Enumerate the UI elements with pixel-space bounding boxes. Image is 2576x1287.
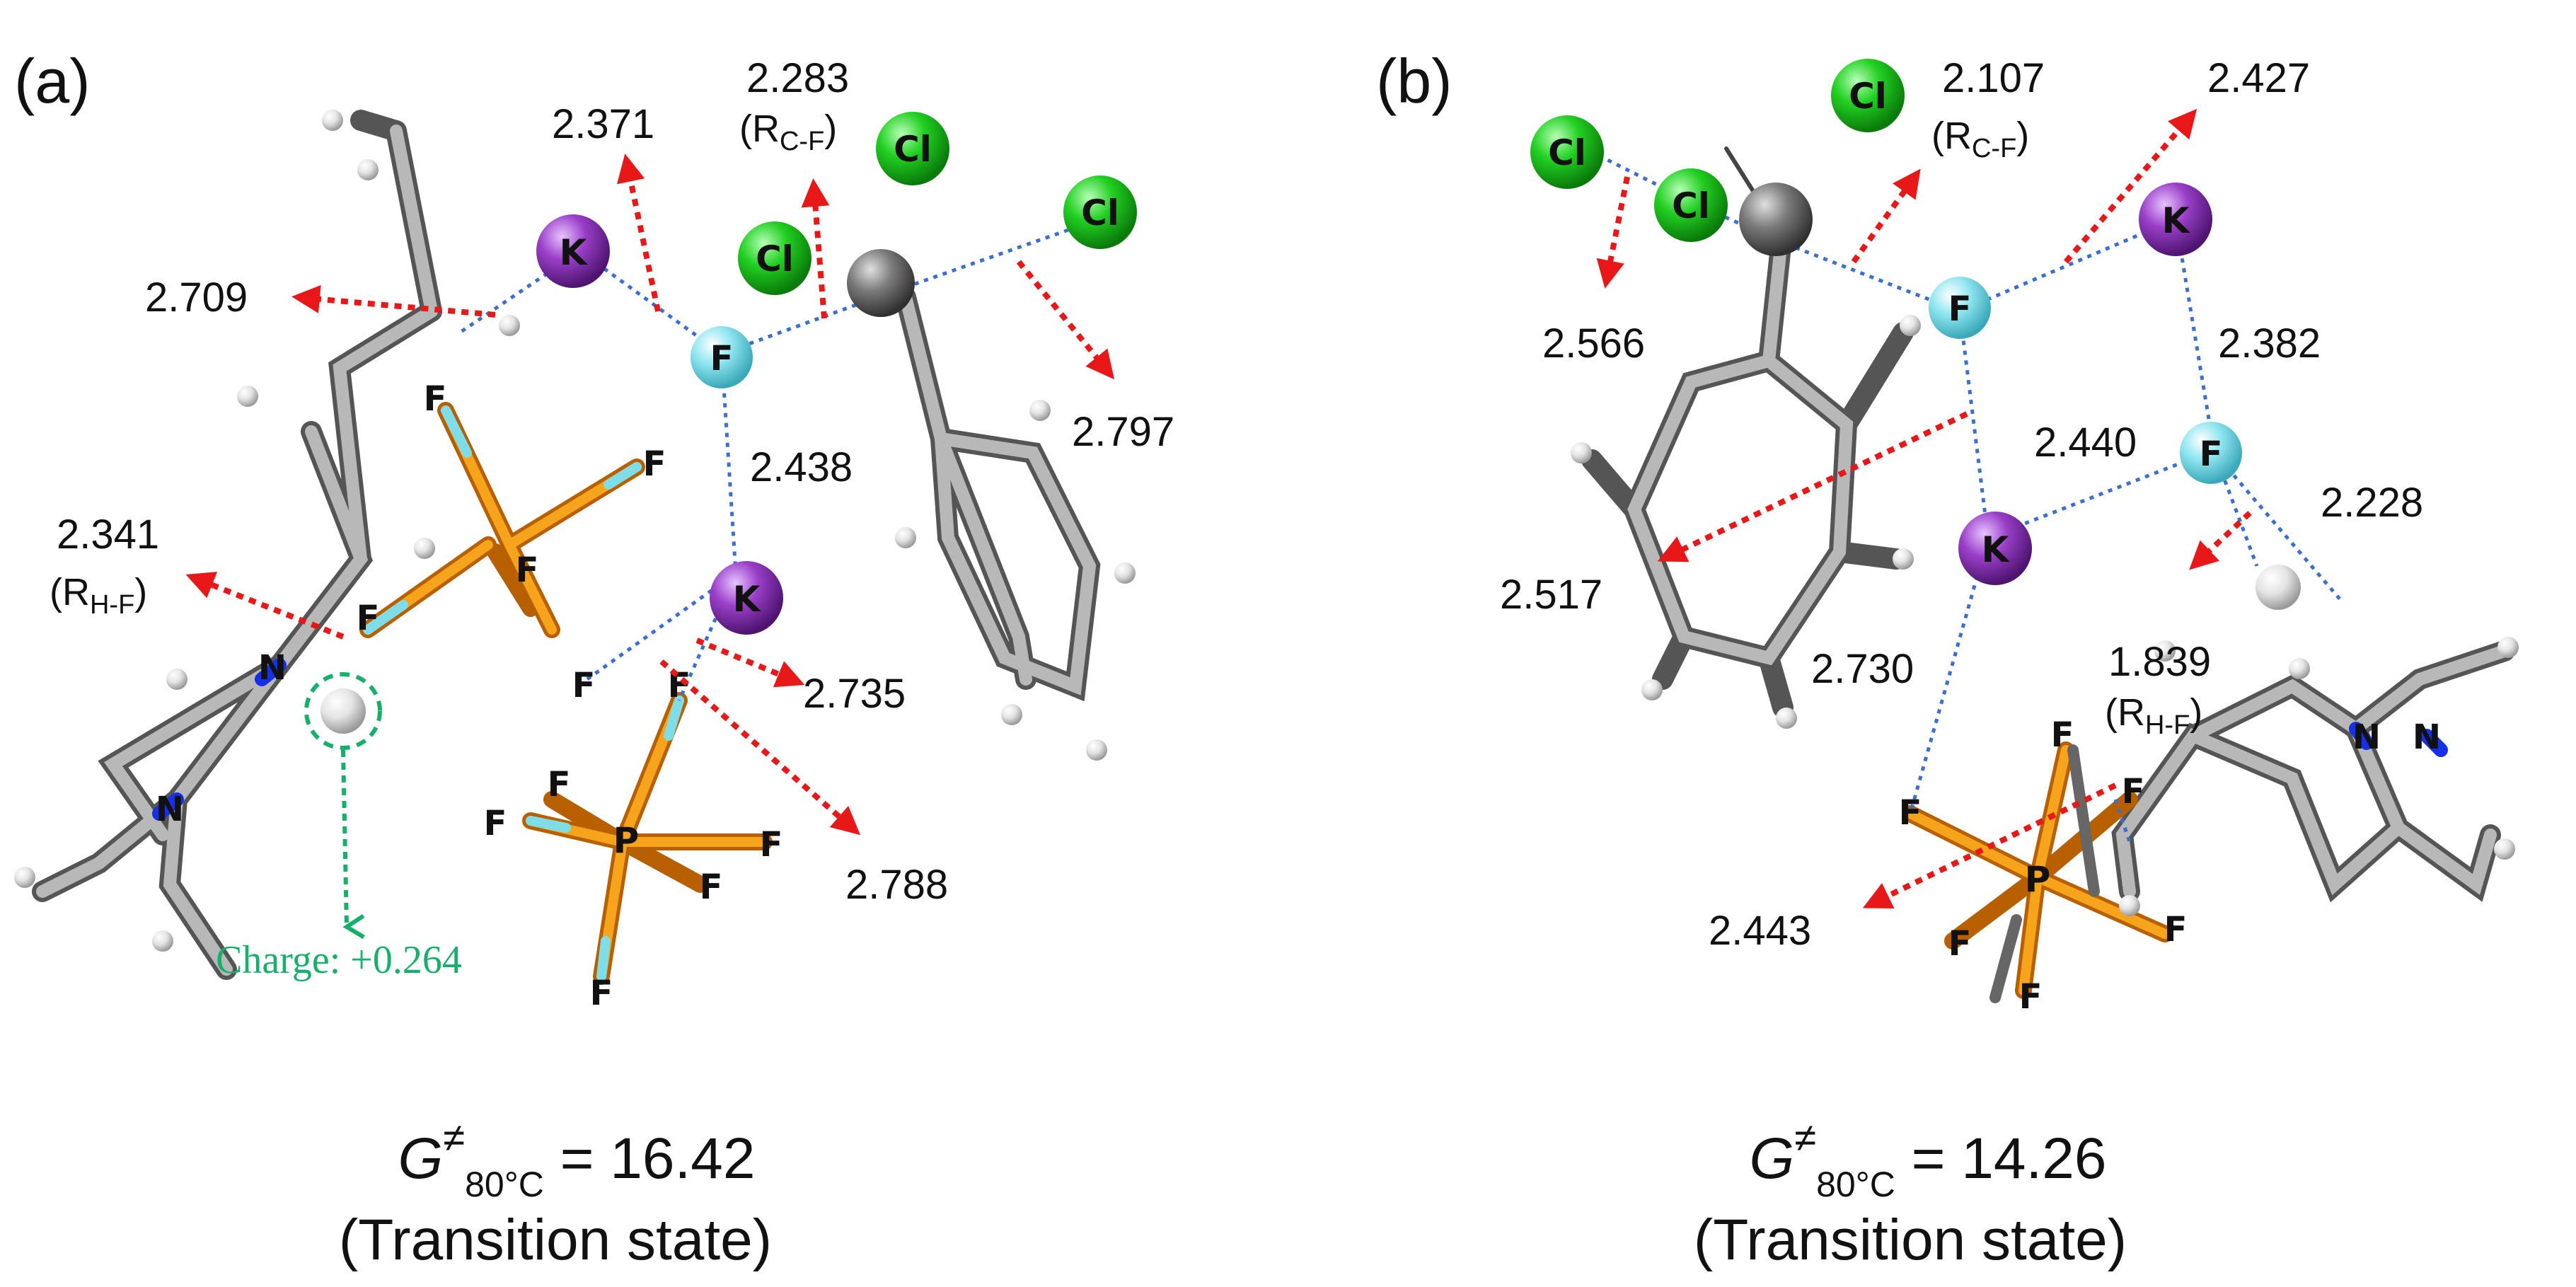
fluorine-label: F <box>2051 715 2074 755</box>
charge-highlight-circle <box>304 672 382 750</box>
panel-b-distance-arrows <box>1596 108 2252 909</box>
potassium-label: K <box>733 579 762 620</box>
energy-caption: G≠80°C = 16.42 <box>398 1115 756 1204</box>
fluorine-label: F <box>643 444 666 484</box>
distance-label: 2.228 <box>2321 480 2423 526</box>
chlorine-atom <box>1831 59 1905 132</box>
fluorine-label: F <box>516 550 539 590</box>
fluorine-atom <box>1929 277 1991 339</box>
panel-a-hydrogens <box>14 110 1136 952</box>
fluorine-label: F <box>590 974 613 1013</box>
carbon-atom <box>847 249 915 317</box>
distance-label: 2.382 <box>2218 321 2321 367</box>
chlorine-atom <box>1654 168 1728 242</box>
distance-label: 2.730 <box>1811 646 1914 692</box>
nitrogen-label: N <box>2352 717 2381 757</box>
fluorine-label: F <box>1948 289 1972 329</box>
fluorine-label: F <box>484 804 507 843</box>
energy-caption: G≠80°C = 14.26 <box>1750 1115 2107 1204</box>
distance-label: 2.371 <box>552 101 654 147</box>
potassium-atom <box>710 561 783 635</box>
distance-label: 2.427 <box>2207 55 2310 101</box>
phosphorus-label: P <box>613 820 640 861</box>
nitrogen-label: N <box>2413 717 2441 757</box>
chlorine-label: Cl <box>894 129 932 170</box>
distance-label: 2.517 <box>1500 572 1602 618</box>
fluorine-label: F <box>1899 793 1922 833</box>
chlorine-label: Cl <box>1548 132 1586 173</box>
fluorine-label: F <box>572 666 596 705</box>
panel-a-label: (a) <box>14 46 91 116</box>
potassium-label: K <box>1982 529 2011 570</box>
rhf-note: (RH-F) <box>50 571 147 620</box>
chlorine-label: Cl <box>1849 76 1887 117</box>
potassium-label: K <box>560 232 589 273</box>
panel-b-atoms: Cl Cl Cl K K F F <box>1530 59 2301 610</box>
phosphorus-label: P <box>2025 859 2051 900</box>
distance-label: 2.443 <box>1709 908 1811 954</box>
fluorine-label: F <box>700 867 723 907</box>
fluorine-atom <box>691 326 753 388</box>
rhf-note: (RH-F) <box>2105 691 2202 740</box>
distance-label: 2.797 <box>1072 409 1174 455</box>
fluorine-label: F <box>357 599 380 638</box>
fluorine-label: F <box>424 379 447 419</box>
fluorine-label: F <box>2122 772 2145 812</box>
distance-label: 2.438 <box>750 444 853 490</box>
potassium-label: K <box>2162 200 2191 241</box>
distance-label: 2.788 <box>845 862 948 908</box>
nitrogen-label: N <box>258 648 287 688</box>
fluorine-label: F <box>2164 910 2188 950</box>
distance-label: 2.341 <box>57 512 159 558</box>
potassium-atom <box>2139 183 2212 256</box>
panel-a-stick-labels: F F F F F F F F P F F F N N <box>156 379 782 1013</box>
chlorine-atom <box>876 112 949 185</box>
panel-b-dotted-contacts <box>1598 154 2343 843</box>
carbon-atom <box>1739 183 1813 256</box>
panel-a-atoms: Cl Cl Cl K K F <box>304 112 1137 750</box>
panel-a-carbon-sticks <box>32 110 1101 985</box>
chlorine-label: Cl <box>1672 185 1710 226</box>
nitrogen-label: N <box>156 790 184 829</box>
chlorine-atom <box>1530 115 1604 189</box>
distance-label: 2.566 <box>1542 321 1645 367</box>
fluorine-label: F <box>710 339 734 379</box>
distance-label: 2.283 <box>746 55 849 101</box>
state-caption: (Transition state) <box>339 1208 772 1272</box>
panel-b-hydrogens <box>1571 315 2519 916</box>
charge-label: Charge: +0.264 <box>216 938 462 982</box>
panel-b: (b) <box>1376 46 2519 1272</box>
chlorine-label: Cl <box>1081 192 1119 233</box>
acidic-hydrogen-atom <box>320 688 366 734</box>
distance-label: 2.735 <box>803 671 906 717</box>
fluorine-atom <box>2180 422 2242 484</box>
distance-label: 2.440 <box>2034 420 2137 466</box>
fluorine-label: F <box>2200 434 2223 474</box>
fluorine-label: F <box>760 825 783 865</box>
panel-a: (a) <box>14 46 1174 1272</box>
rcf-note: (RC-F) <box>739 108 837 156</box>
acidic-hydrogen-atom <box>2256 565 2301 610</box>
panel-b-label: (b) <box>1376 46 1452 116</box>
fluorine-label: F <box>548 765 571 804</box>
fluorine-label: F <box>2019 977 2043 1017</box>
state-caption: (Transition state) <box>1694 1208 2127 1272</box>
charge-pointer-arrow <box>341 749 365 940</box>
distance-label: 2.107 <box>1942 55 2045 101</box>
panel-b-stick-labels: F F F P F F F N N <box>1899 715 2441 1017</box>
rcf-note: (RC-F) <box>1931 115 2029 163</box>
chlorine-atom <box>738 221 812 295</box>
chlorine-label: Cl <box>756 238 794 279</box>
distance-label: 1.839 <box>2108 639 2211 685</box>
fluorine-label: F <box>1948 924 1972 964</box>
chlorine-atom <box>1063 175 1137 249</box>
potassium-atom <box>536 214 610 288</box>
distance-label: 2.709 <box>145 275 248 321</box>
panel-a-distance-arrows <box>185 154 1115 836</box>
potassium-atom <box>1958 512 2032 585</box>
